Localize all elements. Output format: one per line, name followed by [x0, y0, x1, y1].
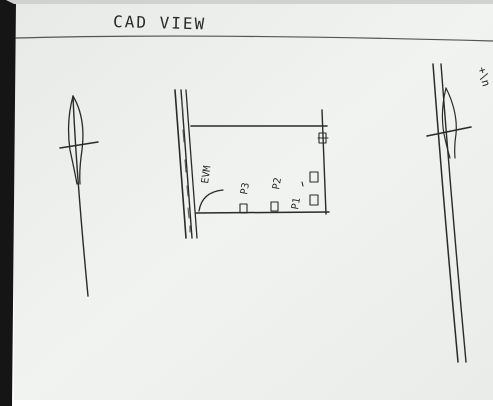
paper-top-edge [6, 0, 493, 4]
evm-label: EVM [200, 165, 213, 184]
p3-label: P3 [239, 182, 252, 196]
right-pole [426, 63, 472, 363]
evm-symbol: EVM [198, 165, 224, 212]
p1-label: P1 [290, 197, 303, 211]
header-rule [15, 35, 493, 42]
p1-marker: P1 [290, 171, 319, 211]
left-pole [59, 95, 99, 297]
margin-note: +\n [475, 65, 493, 88]
paper-background [14, 4, 493, 400]
paper-edge-shadow [0, 0, 16, 406]
page-title: CAD VIEW [113, 12, 207, 33]
p3-marker: P3 [239, 182, 252, 214]
p2-label: P2 [271, 177, 284, 191]
p2-marker: P2 [270, 177, 284, 212]
plot-outline [190, 109, 330, 215]
road-strip [174, 89, 198, 239]
